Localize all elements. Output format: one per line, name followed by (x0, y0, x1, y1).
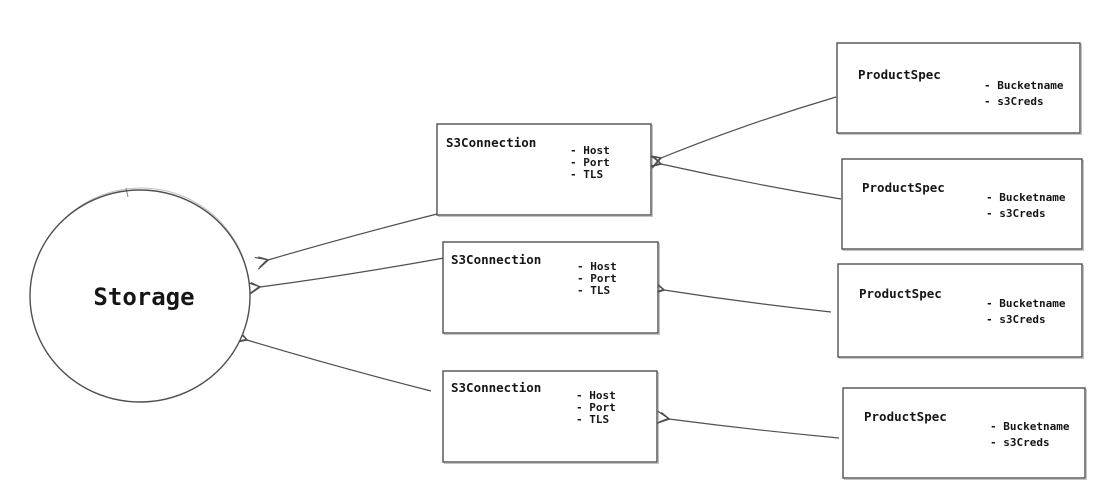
storage-circle (29, 189, 251, 403)
s3connection-title: S3Connection (451, 252, 541, 267)
productspec-box (842, 387, 1086, 479)
s3connection-node-2: S3Connection - Host - Port - TLS (442, 241, 660, 335)
s3connection-attribute-host: - Host (577, 260, 617, 273)
s3connection-box (442, 370, 658, 463)
productspec-title: ProductSpec (859, 286, 942, 301)
productspec-attribute-s3creds: - s3Creds (984, 95, 1044, 108)
s3connection-attribute-tls: - TLS (570, 168, 603, 181)
productspec-attribute-s3creds: - s3Creds (986, 313, 1046, 326)
s3connection-attribute-port: - Port (577, 272, 617, 285)
sketch-tick (125, 187, 129, 198)
s3connection-attribute-host: - Host (570, 144, 610, 157)
arrow-productspec-1-to-s3connection-1 (647, 96, 837, 169)
productspec-box (841, 158, 1083, 250)
arrow-s3connection-3-to-storage (233, 330, 432, 392)
arrow-productspec-4-to-s3connection-3 (656, 410, 840, 439)
productspec-title: ProductSpec (858, 67, 941, 82)
arrow-s3connection-2-to-storage (247, 257, 445, 296)
s3connection-node-3: S3Connection - Host - Port - TLS (442, 370, 659, 464)
s3connection-title: S3Connection (451, 380, 541, 395)
s3connection-attribute-tls: - TLS (576, 413, 609, 426)
productspec-attribute-bucketname: - Bucketname (986, 191, 1066, 204)
productspec-box (837, 263, 1083, 358)
s3connection-box (442, 241, 659, 334)
s3connection-attribute-port: - Port (570, 156, 610, 169)
arrow-productspec-3-to-s3connection-2 (651, 281, 832, 313)
productspec-node-3: ProductSpec - Bucketname - s3Creds (837, 263, 1084, 359)
s3connection-attribute-tls: - TLS (577, 284, 610, 297)
arrows-s3connection-to-storage (233, 213, 445, 392)
storage-node: Storage (29, 187, 251, 403)
productspec-node-2: ProductSpec - Bucketname - s3Creds (841, 158, 1084, 251)
productspec-title: ProductSpec (864, 409, 947, 424)
s3connection-attribute-host: - Host (576, 389, 616, 402)
productspec-attribute-bucketname: - Bucketname (990, 420, 1070, 433)
s3connection-attribute-port: - Port (576, 401, 616, 414)
productspec-title: ProductSpec (862, 180, 945, 195)
s3connection-box (436, 123, 652, 216)
productspec-node-4: ProductSpec - Bucketname - s3Creds (842, 387, 1087, 480)
arrow-s3connection-1-to-storage (254, 213, 438, 270)
productspec-box (836, 42, 1081, 134)
productspec-attribute-s3creds: - s3Creds (986, 207, 1046, 220)
productspec-attribute-s3creds: - s3Creds (990, 436, 1050, 449)
productspec-attribute-bucketname: - Bucketname (984, 79, 1064, 92)
storage-label: Storage (93, 283, 194, 311)
s3connection-node-1: S3Connection - Host - Port - TLS (436, 123, 653, 217)
arrow-productspec-2-to-s3connection-1 (647, 154, 842, 200)
s3connection-title: S3Connection (446, 135, 536, 150)
arrows-productspec-to-s3connection (647, 96, 842, 439)
productspec-attribute-bucketname: - Bucketname (986, 297, 1066, 310)
productspec-node-1: ProductSpec - Bucketname - s3Creds (836, 42, 1082, 135)
